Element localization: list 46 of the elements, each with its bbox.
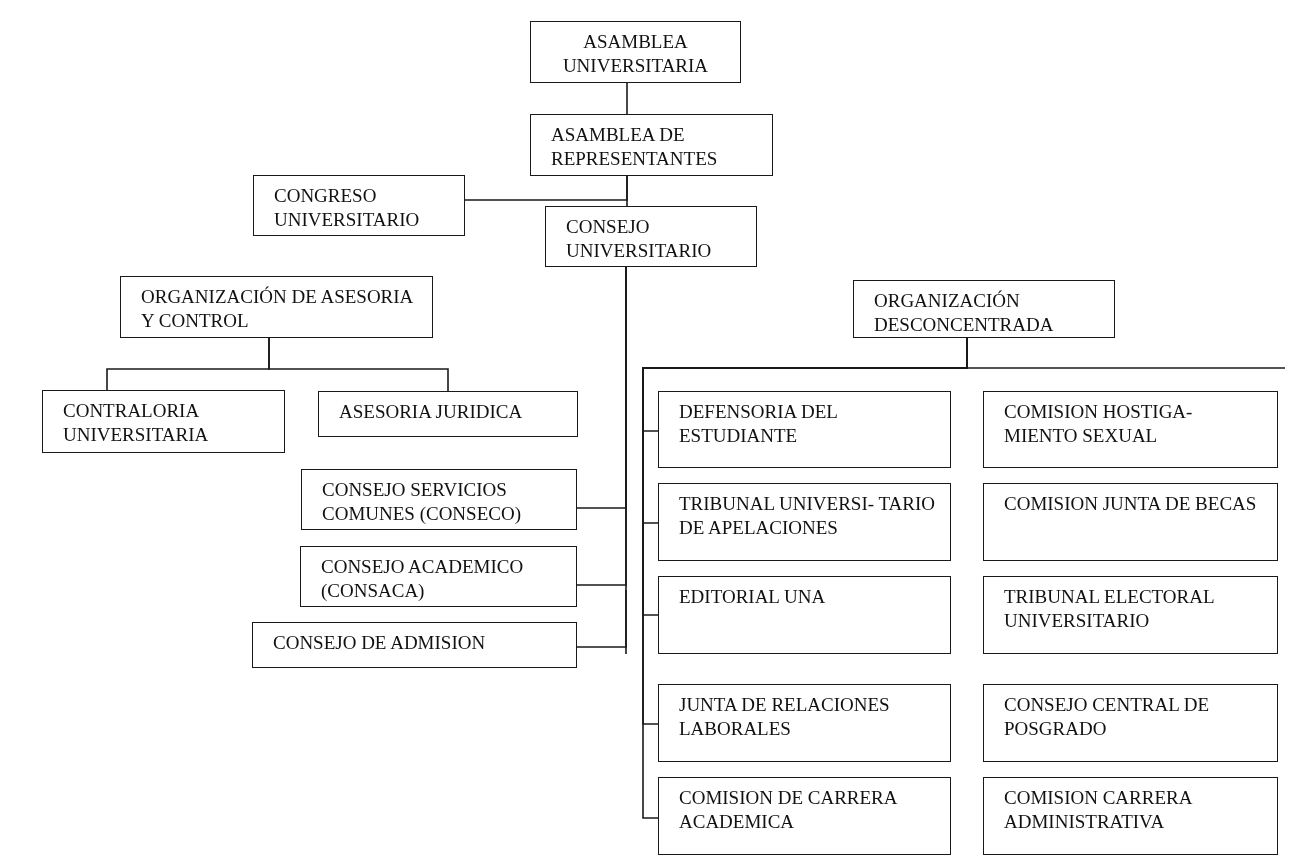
org-unit-box (983, 684, 1278, 762)
connector-line (576, 266, 627, 648)
unit-name: JUNTA DE RELACIONES LABORALES (679, 693, 891, 741)
unit-name: CONSEJO ACADEMICO (CONSACA) (321, 555, 525, 603)
unit-name: EDITORIAL UNA (679, 585, 827, 609)
unit-name: CONSEJO SERVICIOS COMUNES (CONSECO) (322, 478, 522, 526)
unit-name: ORGANIZACIÓN DE ASESORIA Y CONTROL (141, 285, 414, 333)
unit-name: COMISION CARRERA ADMINISTRATIVA (1004, 786, 1193, 834)
unit-name: TRIBUNAL ELECTORAL UNIVERSITARIO (1004, 585, 1215, 633)
connector-line (268, 337, 449, 392)
unit-name: COMISION HOSTIGA- MIENTO SEXUAL (1004, 400, 1194, 448)
unit-name: COMISION JUNTA DE BECAS (1004, 492, 1258, 516)
unit-name: COMISION DE CARRERA ACADEMICA (679, 786, 898, 834)
org-unit-box (658, 391, 951, 468)
org-unit-box (658, 684, 951, 762)
org-unit-box (983, 777, 1278, 855)
unit-name: CONGRESO UNIVERSITARIO (274, 184, 421, 232)
unit-name: ASAMBLEA DE REPRESENTANTES (551, 123, 719, 171)
unit-name: CONSEJO DE ADMISION (273, 631, 487, 655)
org-unit-box (853, 280, 1115, 338)
org-unit-box (530, 114, 773, 176)
org-unit-box (253, 175, 465, 236)
org-unit-box (545, 206, 757, 267)
connector-line (626, 82, 628, 115)
connector-line (464, 175, 628, 201)
unit-name: CONSEJO CENTRAL DE POSGRADO (1004, 693, 1211, 741)
org-unit-box (42, 390, 285, 453)
unit-name: DEFENSORIA DEL ESTUDIANTE (679, 400, 839, 448)
org-unit-box (983, 483, 1278, 561)
unit-name: ASAMBLEA UNIVERSITARIA (561, 30, 710, 78)
unit-name: CONTRALORIA UNIVERSITARIA (63, 399, 210, 447)
org-unit-box (120, 276, 433, 338)
org-unit-box (983, 391, 1278, 468)
org-unit-box (658, 483, 951, 561)
org-unit-box (318, 391, 578, 437)
org-unit-box (658, 777, 951, 855)
org-unit-box (530, 21, 741, 83)
org-unit-box (658, 576, 951, 654)
unit-name: ORGANIZACIÓN DESCONCENTRADA (874, 289, 1055, 337)
org-unit-box (300, 546, 577, 607)
org-unit-box (252, 622, 577, 668)
org-unit-box (983, 576, 1278, 654)
unit-name: TRIBUNAL UNIVERSI- TARIO DE APELACIONES (679, 492, 937, 540)
unit-name: CONSEJO UNIVERSITARIO (566, 215, 713, 263)
unit-name: ASESORIA JURIDICA (339, 400, 524, 424)
org-unit-box (301, 469, 577, 530)
